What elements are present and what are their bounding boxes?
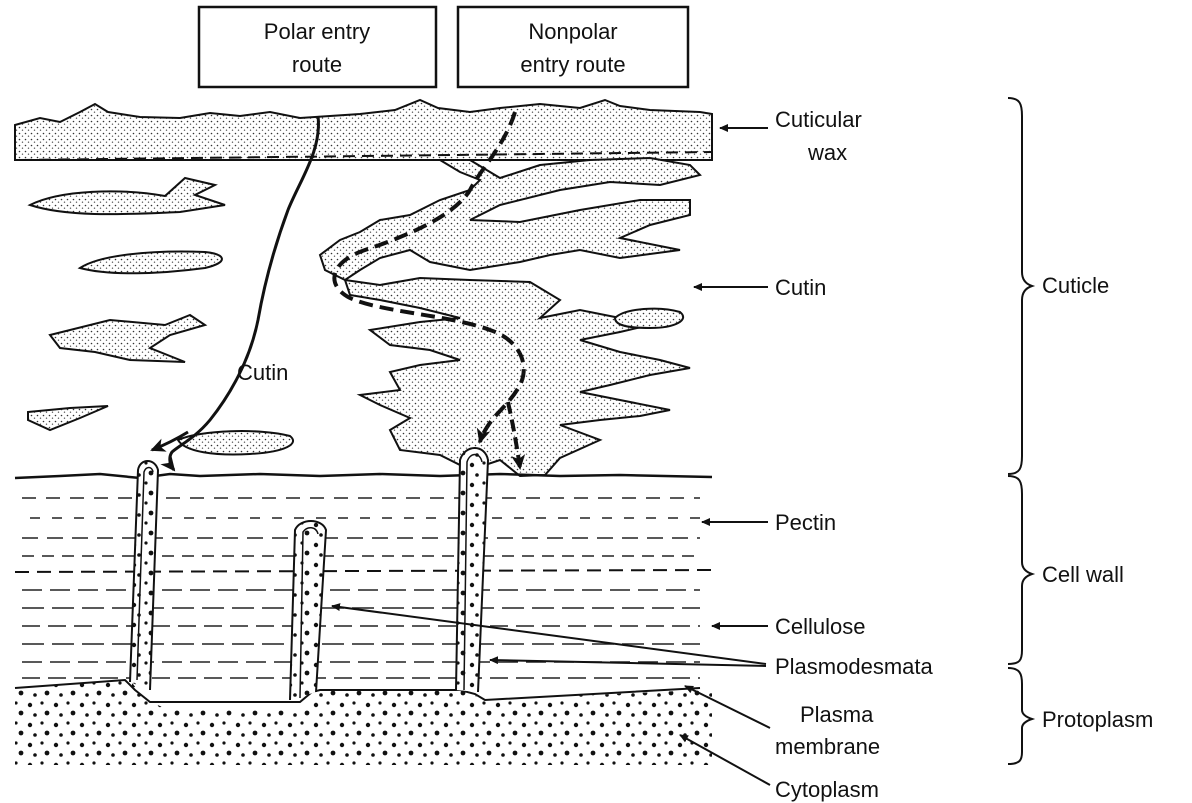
cuticular-wax-label-line1: Cuticular xyxy=(775,107,862,132)
cutin-region-upper xyxy=(320,158,700,280)
cutin-pectin-boundary xyxy=(15,474,712,478)
cell-wall-label: Cell wall xyxy=(1042,562,1124,587)
cutin-lamella xyxy=(80,252,222,274)
protoplasm-label: Protoplasm xyxy=(1042,707,1153,732)
cytoplasm-label: Cytoplasm xyxy=(775,777,879,802)
cutin-inline-label: Cutin xyxy=(237,360,288,385)
polar-entry-route-arrow xyxy=(170,116,319,470)
polar-box-line1: Polar entry xyxy=(264,19,370,44)
plasmodesma-right xyxy=(456,448,488,692)
nonpolar-entry-route-box: Nonpolar entry route xyxy=(458,7,688,87)
pectin-cellulose-boundary xyxy=(15,570,712,572)
plasma-membrane-label-line1: Plasma xyxy=(800,702,874,727)
cutin-label: Cutin xyxy=(775,275,826,300)
cellulose-layer xyxy=(22,590,700,678)
cuticle-label: Cuticle xyxy=(1042,273,1109,298)
cutin-lamella xyxy=(615,309,683,328)
cellulose-label: Cellulose xyxy=(775,614,866,639)
plasmodesmata-pointer-right xyxy=(490,660,766,666)
nonpolar-box-line1: Nonpolar xyxy=(528,19,617,44)
pectin-layer xyxy=(22,498,700,556)
pectin-label: Pectin xyxy=(775,510,836,535)
cuticular-wax-layer xyxy=(15,100,712,160)
plasmodesma-left xyxy=(130,461,158,690)
plasmodesmata-pointer-middle xyxy=(332,606,766,664)
plasmodesmata-label: Plasmodesmata xyxy=(775,654,934,679)
plasmodesma-middle xyxy=(290,521,326,700)
plasma-membrane-label-line2: membrane xyxy=(775,734,880,759)
polar-box-line2: route xyxy=(292,52,342,77)
protoplasm-brace xyxy=(1008,668,1032,764)
polar-entry-route-box: Polar entry route xyxy=(199,7,436,87)
nonpolar-box-line2: entry route xyxy=(520,52,625,77)
cutin-lamella xyxy=(28,406,108,430)
cuticular-wax-label-line2: wax xyxy=(807,140,847,165)
cutin-lamella xyxy=(50,315,205,362)
cutin-lamella xyxy=(30,178,225,214)
cell-wall-brace xyxy=(1008,476,1032,664)
cuticle-brace xyxy=(1008,98,1032,474)
